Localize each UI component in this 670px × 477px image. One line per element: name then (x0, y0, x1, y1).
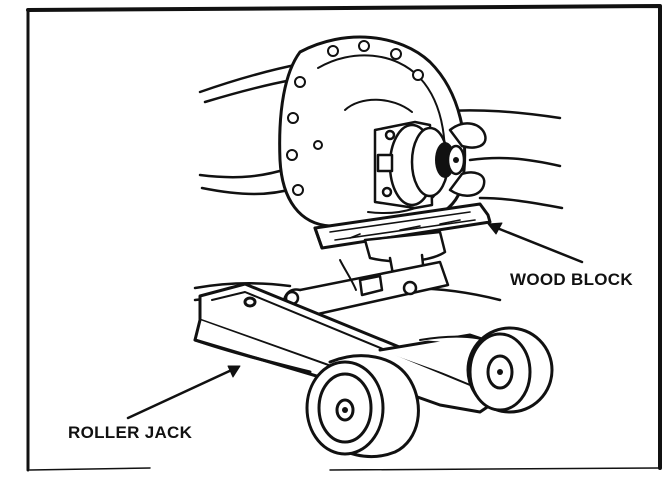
figure-frame (26, 4, 662, 472)
roller-jack-leader (126, 365, 241, 420)
pinion-yoke (373, 120, 487, 210)
wood-block (313, 202, 492, 250)
jack-frame (193, 282, 507, 414)
flange-bolts (286, 40, 424, 196)
roller-jack-label: ROLLER JACK (68, 423, 193, 442)
jack-front-wheel (305, 354, 420, 459)
jack-rear-wheel (466, 326, 554, 414)
wood-block-label: WOOD BLOCK (510, 270, 633, 289)
wood-block-leader (487, 222, 584, 264)
